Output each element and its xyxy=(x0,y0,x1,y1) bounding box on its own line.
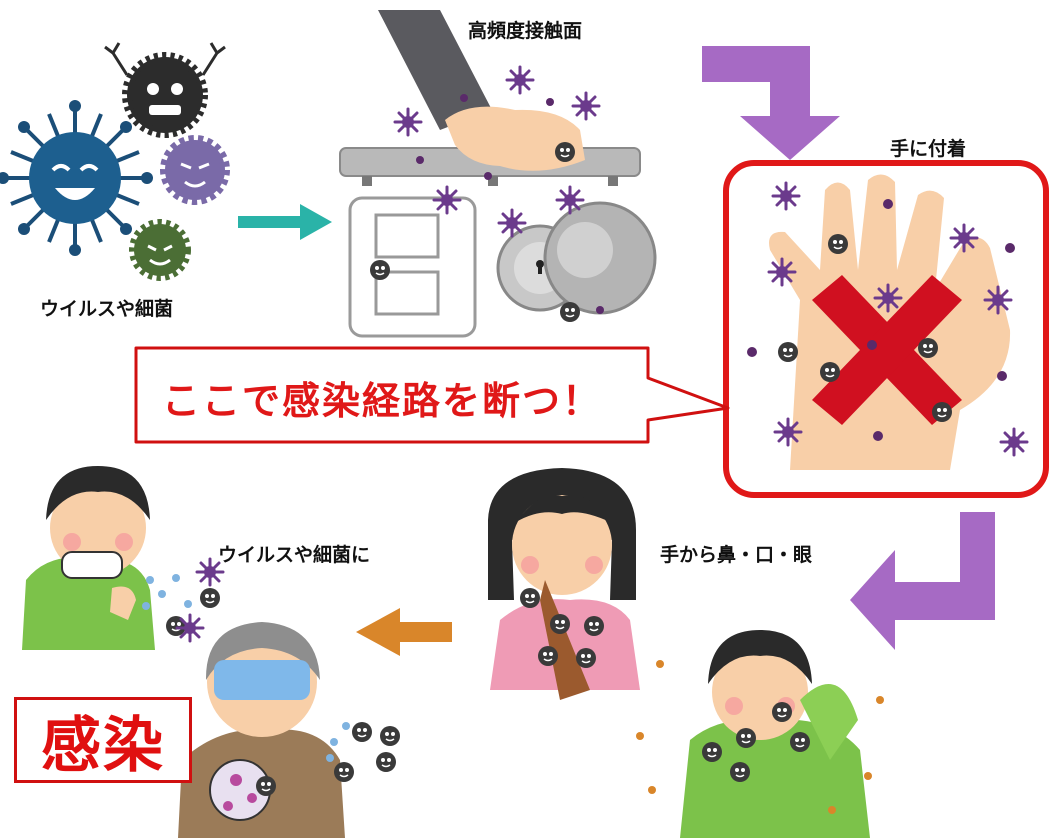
high-touch-surface-label: 高頻度接触面 xyxy=(468,20,583,42)
black-bacteria-icon xyxy=(104,42,226,138)
arrow-germs-to-surface xyxy=(238,204,332,240)
sick-elderly-illustration xyxy=(178,622,401,838)
attached-to-hand-label: 手に付着 xyxy=(890,138,967,160)
girl-eating-illustration xyxy=(488,468,640,700)
high-touch-surfaces-illustration xyxy=(339,10,657,338)
boy-touching-face-illustration xyxy=(636,630,884,838)
infection-sign: 感染 xyxy=(14,697,192,783)
germs-to-label: ウイルスや細菌に xyxy=(218,544,371,566)
virus-bacteria-cluster xyxy=(0,42,230,281)
infection-label: 感染 xyxy=(41,710,165,781)
hand-panel xyxy=(723,160,1049,498)
hand-to-face-label: 手から鼻・口・眼 xyxy=(660,544,813,566)
break-route-callout xyxy=(134,346,730,444)
arrow-surface-to-hand xyxy=(702,46,840,160)
break-infection-route-text: ここで感染経路を断つ！ xyxy=(162,379,603,423)
arrow-to-infection xyxy=(356,608,452,656)
germs-label: ウイルスや細菌 xyxy=(40,298,174,320)
arrow-hand-to-face xyxy=(850,512,995,650)
coughing-boy-illustration xyxy=(22,466,225,650)
green-bacteria-icon xyxy=(129,219,191,281)
red-x-icon xyxy=(812,275,962,425)
blue-virus-icon xyxy=(0,100,153,256)
purple-bacteria-icon xyxy=(160,135,230,205)
